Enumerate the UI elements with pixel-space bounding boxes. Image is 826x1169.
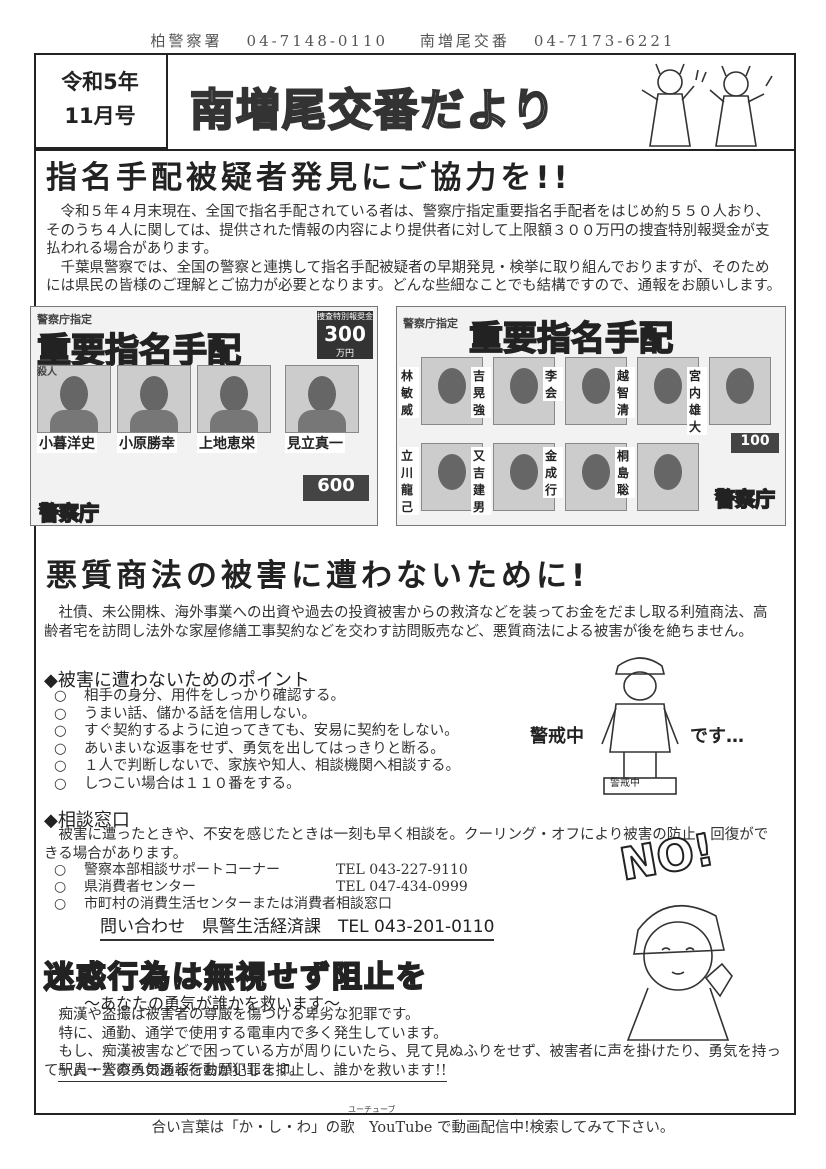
suspect-photo [285,365,359,433]
contact-tel: TEL 043-227-9110 [336,862,468,878]
footer-text: 合い言葉は「か・し・わ」の歌 YouTube で動画配信中!検索してみて下さい。 [151,1120,675,1136]
suspect-name: 林 敏威 [399,367,419,418]
section3-subheading: ～あなたの勇気が誰かを救います～ [84,994,341,1013]
circle-bullet-icon: ○ [54,758,67,774]
suspect-name: 小原勝幸 [117,433,177,453]
points-list: ○ 相手の身分、用件をしっかり確認する。 ○ うまい話、儲かる話を信用しない。 ○ す… [54,688,534,793]
suspect-photo [197,365,271,433]
poster-right-agency: 警察庁 [714,486,776,512]
suspect-name: 吉晃 強 [471,367,491,418]
poster-left-reward-unit: 万円 [335,349,354,359]
list-item: ○ 市町村の消費生活センターまたは消費者相談窓口 [54,896,514,913]
wanted-poster-right: 警察庁指定 重要指名手配 林 敏威 吉晃 強 李 会 越智 清 宮内 雄大 立川… [396,306,786,526]
suspect-name: 桐島 聡 [615,447,635,498]
circle-bullet-icon: ○ [54,688,67,704]
circle-bullet-icon: ○ [54,775,67,792]
list-item: ○ すぐ契約するように迫ってきても、安易に契約をしない。 [54,723,534,741]
poster-left-agency: 警察庁 [38,500,100,525]
circle-bullet-icon: ○ [54,862,67,878]
suspect-name: 李 会 [543,367,563,401]
header-divider [34,149,794,151]
contact-name: 警察本部相談サポートコーナー [84,862,280,878]
crime-label: 殺人 [37,367,57,378]
circle-bullet-icon: ○ [54,896,67,912]
suspect-photo [37,365,111,433]
list-item: ○ あいまいな返事をせず、勇気を出してはっきりと断る。 [54,741,534,759]
poster-left-reward: 300 [324,322,366,346]
list-item: ○ １人で判断しないで、家族や知人、相談機関へ相談する。 [54,758,534,776]
suspect-photo [709,357,771,425]
contact-name: 県消費者センター [84,879,196,895]
wanted-poster-left: 警察庁指定 重要指名手配 捜査特別報奨金 300 万円 殺人 小暮洋史 小原勝幸… [30,306,378,526]
poster-left-reward2: 600 [303,475,369,501]
point-text: しつこい場合は１１０番をする。 [84,775,301,792]
point-text: すぐ契約するように迫ってきても、安易に契約をしない。 [84,723,459,739]
koban-tel: 04-7173-6221 [533,32,676,50]
list-item: ○ 相手の身分、用件をしっかり確認する。 [54,688,534,706]
police-officer-illustration [601,657,679,795]
circle-bullet-icon: ○ [54,705,67,722]
suspect-name: 又吉 建男 [471,447,491,515]
girl-stop-illustration [626,904,733,1041]
newsletter-title: 南増尾交番だより [189,84,558,137]
koban-name: 南増尾交番 [419,32,510,50]
section2-paragraph: 社債、未公開株、海外事業への出資や過去の投資被害からの救済などを装ってお金をだま… [44,605,768,640]
list-item: ○ うまい話、儲かる話を信用しない。 [54,706,534,724]
footer-ruby: ユーチューブ [348,1105,396,1114]
point-text: うまい話、儲かる話を信用しない。 [84,705,316,722]
suspect-photo [117,365,191,433]
officer-caption-right: です… [690,726,744,747]
poster-right-title: 重要指名手配 [468,318,674,360]
list-item: ○ 県消費者センター TEL 047-434-0999 [54,879,514,896]
suspect-name: 上地恵栄 [197,433,257,453]
point-text: 相手の身分、用件をしっかり確認する。 [84,688,345,704]
suspect-name: 小暮洋史 [37,433,97,453]
mascot-illustration [641,63,773,147]
section1-body: 令和５年４月末現在、全国で指名手配されている者は、警察庁指定重要指名手配者をはじ… [46,203,782,296]
circle-bullet-icon: ○ [54,723,67,739]
poster-left-reward-box: 捜査特別報奨金 300 万円 [317,311,373,359]
consult-paragraph: 被害に遭ったときや、不安を感じたときは一刻も早く相談を。クーリング・オフにより被… [44,827,769,862]
section1-paragraph-2: 千葉県警察では、全国の警察と連携して指名手配被疑者の早期発見・検挙に取り組んでお… [46,259,782,295]
officer-caption-left: 警戒中 [530,726,584,747]
issue-box: 令和5年 11月号 [34,53,168,149]
circle-bullet-icon: ○ [54,879,67,895]
poster-left-designation: 警察庁指定 [37,313,92,326]
header-phone-line: 柏警察署 04-7148-0110 南増尾交番 04-7173-6221 [0,30,826,51]
issue-year: 令和5年 [61,70,139,94]
section2-heading: 悪質商法の被害に遭わないために! [46,558,590,594]
contacts-list: ○ 警察本部相談サポートコーナー TEL 043-227-9110 ○ 県消費者センタ… [54,862,514,913]
circle-bullet-icon: ○ [54,740,67,757]
section3-closing: 一人一人の勇気ある行動が犯罪を抑止し、誰かを救います!! [58,1062,447,1082]
point-text: １人で判断しないで、家族や知人、相談機関へ相談する。 [84,758,460,774]
officer-plate: 警戒中 [610,778,640,789]
suspect-photo [637,443,699,511]
contact-tel: TEL 047-434-0999 [336,879,468,895]
contact-name: 市町村の消費生活センターまたは消費者相談窓口 [84,896,392,912]
section3-paragraph: 痴漢や盗撮は被害者の尊厳を傷つける卑劣な犯罪です。 特に、通勤、通学で使用する電… [44,1007,781,1079]
list-item: ○ しつこい場合は１１０番をする。 [54,776,534,794]
suspect-name: 越智 清 [615,367,635,418]
section1-paragraph-1: 令和５年４月末現在、全国で指名手配されている者は、警察庁指定重要指名手配者をはじ… [46,204,770,257]
inquiry-line: 問い合わせ 県警生活経済課 TEL 043-201-0110 [100,912,495,941]
section3-heading: 迷惑行為は無視せず阻止を [43,959,428,996]
newsletter-frame [34,53,796,1115]
poster-right-designation: 警察庁指定 [403,317,458,330]
section1-heading: 指名手配被疑者発見にご協力を!! [46,160,572,196]
suspect-name: 宮内 雄大 [687,367,707,435]
station-name: 柏警察署 [150,32,223,50]
issue-month: 11月号 [64,104,136,128]
list-item: ○ 警察本部相談サポートコーナー TEL 043-227-9110 [54,862,514,879]
station-tel: 04-7148-0110 [246,32,389,50]
points-heading: ◆被害に遭わないためのポイント [44,670,310,691]
consult-heading: ◆相談窓口 [44,810,130,831]
suspect-name: 見立真一 [285,433,345,453]
suspect-name: 金 成行 [543,447,563,498]
poster-left-reward-label: 捜査特別報奨金 [317,312,373,321]
suspect-name: 立川 龍己 [399,447,419,515]
poster-right-reward: 100 [731,433,779,453]
poster-left-title: 重要指名手配 [36,330,242,372]
point-text: あいまいな返事をせず、勇気を出してはっきりと断る。 [84,740,445,757]
